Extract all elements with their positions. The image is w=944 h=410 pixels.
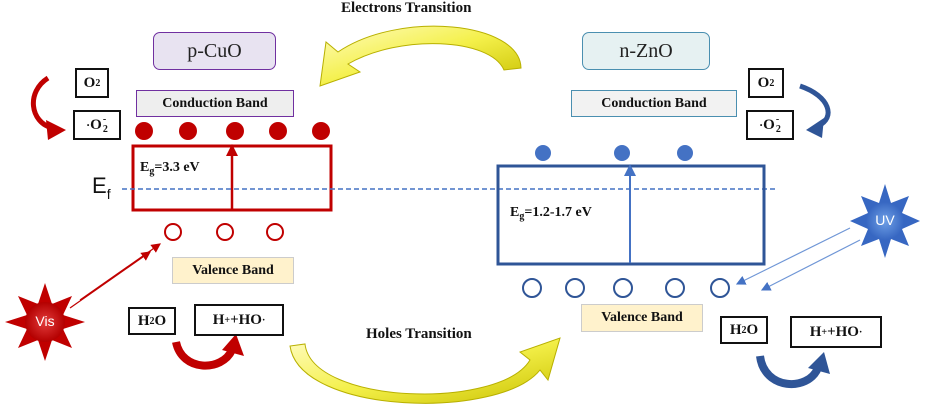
cuo-hole (266, 223, 284, 241)
uv-light-ray (735, 227, 851, 285)
electron-transition-arrow (319, 25, 522, 87)
zno-hole (710, 278, 730, 298)
cuo-excitation-arrowhead (226, 144, 238, 156)
cuo-bandgap-label: Eg=3.3 eV (140, 160, 200, 177)
zno-o2-reduction-arrow (799, 83, 831, 129)
cuo-material-label: p-CuO (153, 32, 276, 70)
zno-valence-band-label: Valence Band (581, 304, 703, 332)
holes-transition-label: Holes Transition (366, 326, 472, 342)
zno-h2o-oxidation-arrow (756, 355, 822, 389)
fermi-level-label: Ef (92, 173, 111, 202)
zno-hole (565, 278, 585, 298)
vis-light-ray (79, 243, 161, 301)
uv-light-sun-icon (850, 184, 920, 258)
zno-hole (522, 278, 542, 298)
zno-electron (535, 145, 551, 161)
zno-bandgap-label: Eg=1.2-1.7 eV (510, 205, 592, 222)
zno-o2-reduction-arrowhead (806, 118, 824, 138)
electrons-transition-label: Electrons Transition (341, 0, 472, 16)
cuo-valence-band-label: Valence Band (172, 257, 294, 284)
cuo-hole (216, 223, 234, 241)
zno-material-label: n-ZnO (582, 32, 710, 70)
cuo-o2-reduction-arrowhead (46, 120, 66, 140)
cuo-conduction-band-label: Conduction Band (136, 90, 294, 117)
zno-hydroxyl-label: H++HO· (790, 316, 882, 348)
zno-excitation-arrowhead (624, 164, 636, 176)
zno-electron (677, 145, 693, 161)
cuo-electron (226, 122, 244, 140)
cuo-hydroxyl-label: H++HO· (194, 304, 284, 336)
cuo-electron (135, 122, 153, 140)
cuo-electron (312, 122, 330, 140)
cuo-superoxide-label: ·O-2 (73, 110, 121, 140)
cuo-h2o-oxidation-arrow (172, 340, 236, 370)
zno-electron (614, 145, 630, 161)
hole-transition-arrow (289, 337, 561, 404)
cuo-electron (179, 122, 197, 140)
vis-light-ray (69, 251, 151, 309)
cuo-h2o-oxidation-arrowhead (222, 334, 244, 356)
zno-conduction-band-label: Conduction Band (571, 90, 737, 117)
visible-light-sun-icon (5, 283, 85, 361)
cuo-electron (269, 122, 287, 140)
zno-hole (665, 278, 685, 298)
zno-hole (613, 278, 633, 298)
uv-light-ray (760, 239, 861, 291)
zno-superoxide-label: ·O-2 (746, 110, 794, 140)
cuo-hole (164, 223, 182, 241)
vis-light-label: Vis (35, 313, 55, 329)
cuo-o2-reduction-arrow (30, 75, 53, 131)
uv-light-label: UV (875, 212, 895, 228)
zno-h2o-oxidation-arrowhead (808, 352, 830, 374)
